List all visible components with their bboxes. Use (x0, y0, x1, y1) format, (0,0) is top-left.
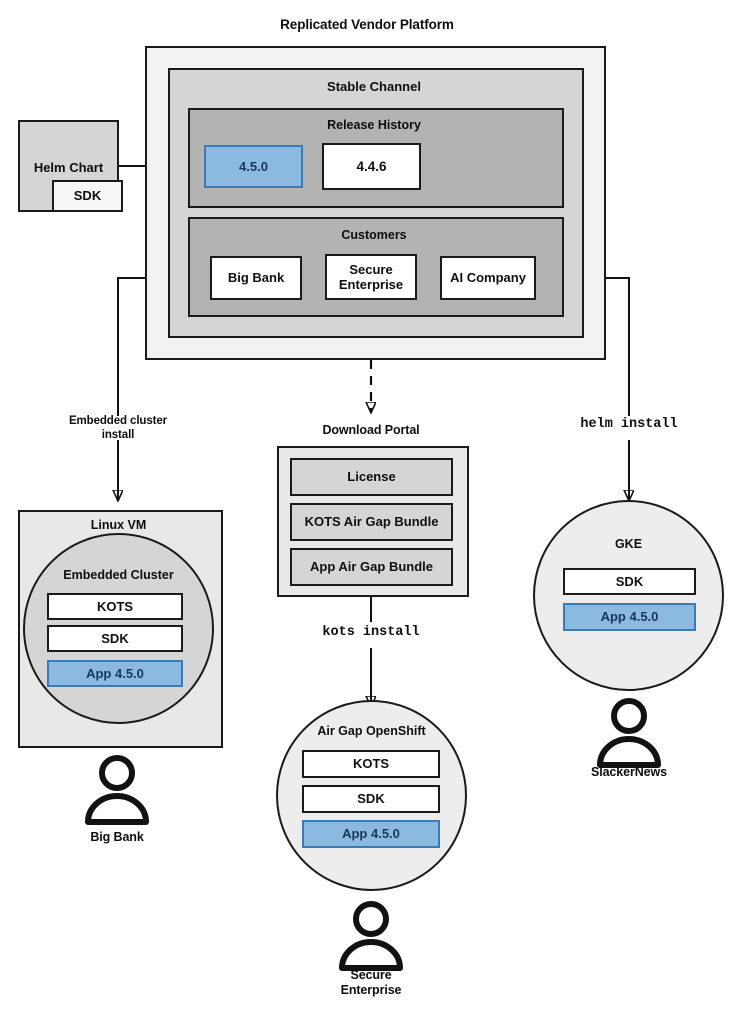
release-history-label: Release History (327, 118, 421, 132)
customer-big-bank[interactable]: Big Bank (210, 256, 302, 300)
gke-title: GKE (614, 537, 643, 551)
customer-ai-company[interactable]: AI Company (440, 256, 536, 300)
air-gap-openshift-title: Air Gap OpenShift (317, 724, 426, 738)
customer-secure-enterprise[interactable]: Secure Enterprise (325, 254, 417, 300)
openshift-component-sdk[interactable]: SDK (302, 785, 440, 813)
user-label-slackernews: SlackerNews (590, 765, 668, 779)
stable-channel-label: Stable Channel (327, 79, 421, 94)
helm-chart-sdk-box[interactable]: SDK (52, 180, 123, 212)
user-label-secure-enterprise: Secure Enterprise (340, 968, 402, 997)
download-portal-artifact-license[interactable]: License (290, 458, 453, 496)
connector-label-embedded-cluster-install: Embedded cluster install (68, 415, 168, 441)
embedded-cluster-title: Embedded Cluster (63, 568, 174, 582)
gke-circle (533, 500, 724, 691)
release-box-4-5-0[interactable]: 4.5.0 (204, 145, 303, 188)
download-portal-title: Download Portal (322, 423, 420, 437)
download-portal-artifact-app-air-gap-bundle[interactable]: App Air Gap Bundle (290, 548, 453, 586)
connector-label-kots-install: kots install (322, 625, 420, 640)
download-portal-artifact-kots-air-gap-bundle[interactable]: KOTS Air Gap Bundle (290, 503, 453, 541)
person-icon-secure-enterprise (339, 901, 403, 971)
openshift-component-kots[interactable]: KOTS (302, 750, 440, 778)
openshift-component-app[interactable]: App 4.5.0 (302, 820, 440, 848)
helm-chart-label: Helm Chart (33, 160, 104, 175)
page-title: Replicated Vendor Platform (280, 17, 454, 32)
release-box-4-4-6[interactable]: 4.4.6 (322, 143, 421, 190)
person-icon-big-bank (85, 755, 149, 825)
linux-vm-title: Linux VM (90, 518, 147, 532)
gke-component-sdk[interactable]: SDK (563, 568, 696, 595)
connector-label-helm-install: helm install (580, 417, 678, 432)
linux-vm-component-sdk[interactable]: SDK (47, 625, 183, 652)
linux-vm-component-kots[interactable]: KOTS (47, 593, 183, 620)
customers-label: Customers (341, 228, 407, 242)
user-label-big-bank: Big Bank (90, 830, 144, 844)
linux-vm-component-app[interactable]: App 4.5.0 (47, 660, 183, 687)
person-icon-slackernews (597, 698, 661, 768)
gke-component-app[interactable]: App 4.5.0 (563, 603, 696, 631)
